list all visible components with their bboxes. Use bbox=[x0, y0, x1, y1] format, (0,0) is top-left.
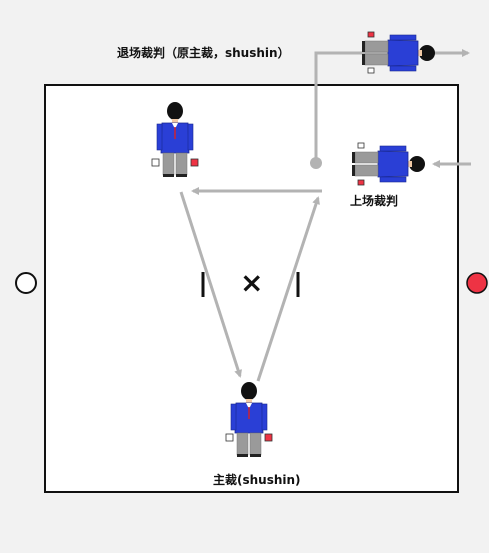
red-side-marker bbox=[466, 272, 488, 294]
white-flag-icon bbox=[225, 433, 234, 442]
outgoing-referee-figure bbox=[361, 31, 436, 74]
white-flag-icon bbox=[151, 158, 160, 167]
white-side-marker bbox=[15, 272, 37, 294]
red-flag-icon bbox=[367, 31, 375, 38]
white-flag-icon bbox=[357, 142, 365, 149]
main-referee-figure bbox=[225, 381, 273, 458]
main-referee-label: 主裁(shushin) bbox=[213, 473, 301, 487]
exchange-point bbox=[310, 157, 322, 169]
incoming-referee-figure bbox=[351, 142, 426, 186]
shifted-referee-figure bbox=[151, 101, 199, 178]
red-flag-icon bbox=[357, 179, 365, 186]
path-arrow-right bbox=[256, 196, 320, 382]
red-flag-icon bbox=[190, 158, 199, 167]
white-flag-icon bbox=[367, 67, 375, 74]
outgoing-referee-label: 退场裁判（原主裁，shushin） bbox=[117, 46, 290, 60]
incoming-referee-label: 上场裁判 bbox=[350, 194, 399, 208]
path-arrow-left bbox=[179, 191, 242, 378]
red-flag-icon bbox=[264, 433, 273, 442]
center-x-mark: × bbox=[240, 266, 264, 299]
